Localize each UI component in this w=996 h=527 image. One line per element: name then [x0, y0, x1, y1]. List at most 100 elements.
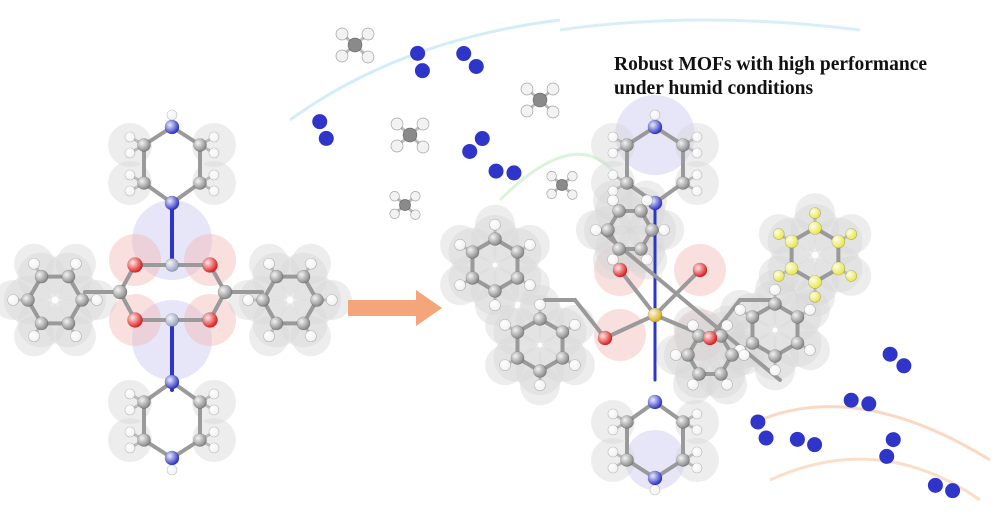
hydrogen-atom-highlight [608, 463, 618, 473]
hydrogen-atom [361, 50, 375, 64]
hydrogen-atom-highlight [845, 228, 857, 240]
carbon-atom-highlight [193, 433, 207, 447]
hydrogen-atom-highlight [650, 485, 660, 495]
hydrogen-atom-highlight [209, 132, 219, 142]
hydrogen-atom-highlight [608, 425, 618, 435]
carbon-atom-highlight [35, 316, 48, 330]
hydrogen-atom-highlight [125, 405, 135, 415]
hydrogen-atom-highlight [534, 379, 546, 391]
hydrogen-atom-highlight [721, 379, 733, 391]
carbon-atom-highlight [193, 395, 207, 409]
carbon-atom-highlight [218, 285, 232, 299]
nitrogen-atom [468, 58, 484, 74]
carbon-atom-highlight [62, 316, 75, 330]
hydrogen-atom [410, 191, 421, 202]
hydrogen-atom-highlight [738, 349, 750, 361]
carbon-atom-highlight [831, 235, 845, 248]
hydrogen-atom-highlight [692, 463, 702, 473]
vdw-shell [675, 438, 719, 482]
methane-molecule [546, 171, 578, 200]
carbon-atom-highlight [808, 275, 822, 289]
carbon-atom-highlight [465, 245, 479, 259]
hydrogen-atom-highlight [209, 148, 219, 158]
carbon-atom-highlight [676, 176, 690, 190]
vdw-shell [675, 400, 719, 444]
vdw-shell [192, 380, 236, 424]
vdw-shell [675, 161, 719, 205]
carbon-atom [532, 92, 548, 108]
carbon-atom-highlight [601, 223, 615, 237]
hydrogen-atom-highlight [70, 330, 82, 342]
carbon-atom-highlight [785, 262, 799, 275]
carbon-atom-highlight [510, 325, 524, 339]
carbon-atom-highlight [256, 293, 270, 307]
hydrogen-atom-highlight [608, 132, 618, 142]
carbon-atom-highlight [791, 336, 805, 350]
nitrogen-atom [945, 483, 961, 499]
hydrogen-atom-highlight [608, 170, 618, 180]
nitrogen-atom-highlight [165, 375, 179, 389]
nitrogen-atom [789, 431, 805, 447]
nitrogen-molecule [312, 114, 334, 146]
hydrogen-atom-highlight [641, 194, 653, 206]
hydrogen-atom-highlight [125, 427, 135, 437]
hydrogen-atom [546, 105, 560, 119]
carbon-atom-highlight [612, 242, 626, 256]
hydrogen-atom-highlight [125, 148, 135, 158]
carbon-atom-highlight [556, 325, 570, 339]
carbon-atom-highlight [620, 415, 634, 429]
bond [573, 298, 607, 340]
hydrogen-atom [567, 171, 578, 182]
hydrogen-atom-highlight [209, 170, 219, 180]
hydrogen-atom-highlight [721, 319, 733, 331]
hydrogen-atom-highlight [809, 291, 821, 303]
hydrogen-atom-highlight [769, 364, 781, 376]
hydrogen-atom-highlight [263, 330, 275, 342]
carbon-atom [556, 179, 568, 191]
hydrogen-atom-highlight [524, 239, 536, 251]
carbon-atom [347, 37, 363, 53]
hydrogen-atom-highlight [524, 279, 536, 291]
carbon-atom-highlight [785, 235, 799, 248]
carbon-atom-highlight [791, 310, 805, 324]
hydrogen-atom-highlight [641, 254, 653, 266]
carbon-atom-highlight [75, 293, 89, 307]
carbon-atom-highlight [681, 348, 695, 362]
metal-atom-highlight [165, 258, 179, 272]
hydrogen-atom-highlight [499, 319, 511, 331]
nitrogen-atom [879, 448, 895, 464]
carbon-atom-highlight [137, 395, 151, 409]
gas-molecules [312, 27, 961, 499]
carbon-atom-highlight [745, 336, 759, 350]
nitrogen-atom [861, 396, 877, 412]
nitrogen-atom [807, 437, 823, 453]
hydrogen-atom-highlight [70, 258, 82, 270]
carbon-atom-highlight [714, 367, 728, 381]
hydrogen-atom [546, 188, 557, 199]
nitrogen-atom [750, 414, 766, 430]
carbon-atom-highlight [21, 293, 35, 307]
methane-molecule [389, 191, 421, 220]
hydrogen-atom-highlight [28, 258, 40, 270]
hydrogen-atom-highlight [242, 294, 254, 306]
carbon-atom-highlight [137, 433, 151, 447]
hydrogen-atom-highlight [804, 344, 816, 356]
hydrogen-atom-highlight [845, 270, 857, 282]
carbon-atom-highlight [488, 232, 502, 246]
nitrogen-atom-highlight [648, 471, 662, 485]
carbon-atom-highlight [62, 270, 75, 284]
hydrogen-atom-highlight [125, 443, 135, 453]
hydrogen-atom-highlight [687, 379, 699, 391]
hydrogen-atom-highlight [534, 299, 546, 311]
hydrogen-atom [389, 208, 400, 219]
hydrogen-atom-highlight [692, 170, 702, 180]
hydrogen-atom [390, 117, 404, 131]
vdw-shell [108, 123, 152, 167]
hydrogen-atom-highlight [326, 294, 338, 306]
oxygen-atom-highlight [598, 331, 612, 345]
hydrogen-atom-highlight [670, 349, 682, 361]
nitrogen-atom [410, 45, 426, 61]
hydrogen-atom-highlight [91, 294, 103, 306]
carbon-atom-highlight [676, 415, 690, 429]
